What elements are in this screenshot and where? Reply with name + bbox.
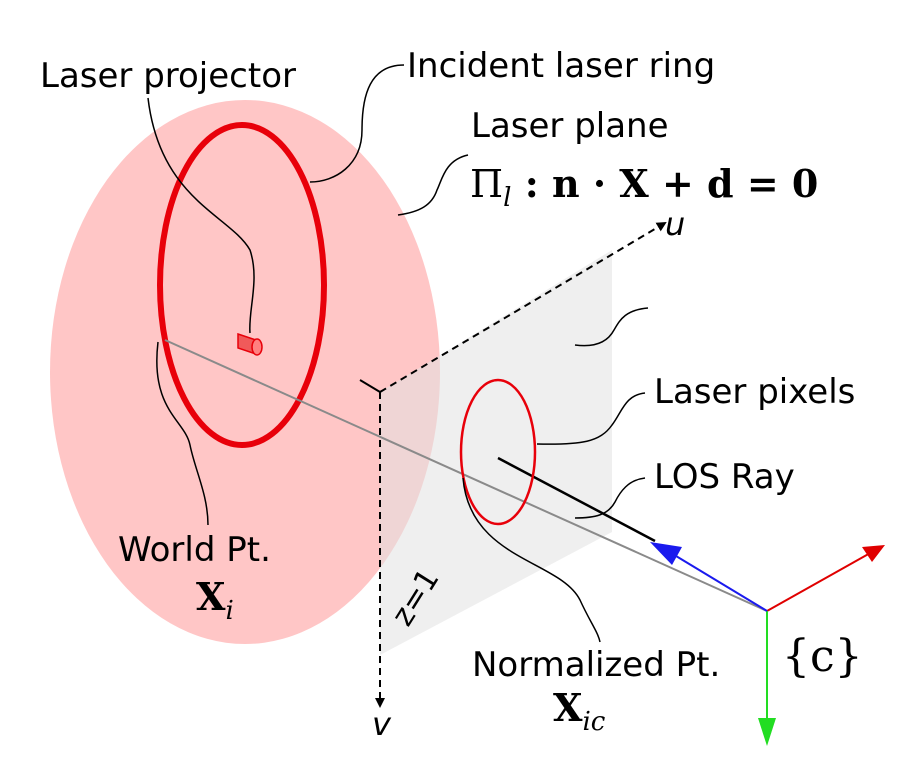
label-world-pt: World Pt. (118, 530, 271, 570)
normalized-pt-symbol: Xic (553, 685, 606, 737)
incident-laser-ring (157, 122, 327, 448)
los-ray-line (164, 339, 768, 612)
camera-frame-axes (650, 542, 885, 746)
label-v-axis: v (372, 705, 392, 743)
label-u-axis: u (665, 205, 685, 243)
leader-laser-plane (397, 154, 469, 216)
leader-los-ray (574, 477, 646, 519)
leader-normalized-pt (462, 477, 601, 643)
label-laser-plane: Laser plane (471, 106, 669, 146)
laser-plane-ellipse (50, 100, 440, 644)
label-camera-frame: {c} (782, 631, 863, 682)
laser-projector-icon (237, 332, 263, 356)
label-normalized-pt: Normalized Pt. (472, 645, 720, 685)
leader-laser-pixels (536, 392, 646, 445)
label-laser-projector: Laser projector (40, 56, 296, 96)
leader-laser-projector (147, 97, 255, 334)
leader-world-pt (156, 341, 209, 526)
leader-image-plane (574, 307, 649, 347)
u-axis-line (379, 221, 667, 393)
plane-equation: Πl : n · X + d = 0 (470, 161, 818, 213)
laser-pixels-ring (459, 378, 537, 526)
label-incident-laser-ring: Incident laser ring (407, 46, 715, 86)
world-pt-symbol: Xi (196, 574, 234, 626)
label-laser-pixels: Laser pixels (654, 372, 855, 412)
leader-incident-ring (309, 64, 405, 183)
ray-segment-highlight (497, 456, 656, 543)
image-plane (380, 250, 612, 655)
label-los-ray: LOS Ray (654, 457, 795, 497)
origin-tick (359, 379, 381, 393)
leader-lines (147, 64, 649, 643)
